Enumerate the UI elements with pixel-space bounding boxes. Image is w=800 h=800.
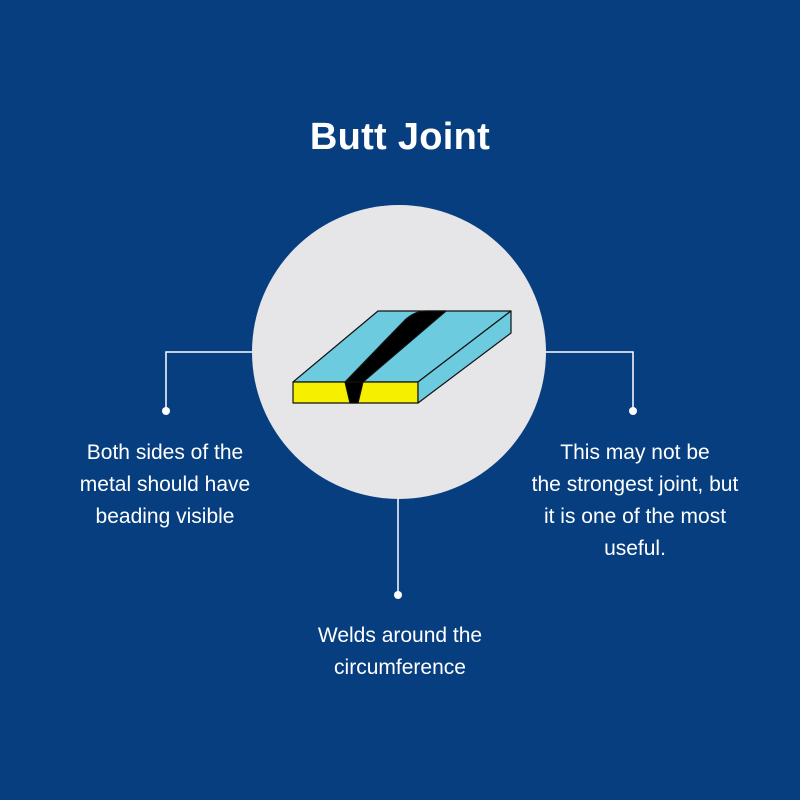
diagram-title: Butt Joint <box>309 116 491 158</box>
callout-line: useful. <box>604 537 666 560</box>
connector-right <box>545 351 637 415</box>
connector-left <box>162 351 255 415</box>
callout-line: beading visible <box>95 505 235 528</box>
callout-both-sides: Both sides of the metal should have bead… <box>40 437 290 533</box>
callout-line: metal should have <box>79 473 251 496</box>
callout-line: circumference <box>334 656 466 679</box>
welded-plates-icon <box>292 310 512 404</box>
callout-line: Both sides of the <box>86 441 244 464</box>
callout-line: it is one of the most <box>543 505 727 528</box>
callout-line: This may not be <box>560 441 710 464</box>
callout-circumference: Welds around the circumference <box>270 620 530 684</box>
callout-line: the strongest joint, but <box>531 473 739 496</box>
connector-bottom <box>394 496 402 599</box>
callout-line: Welds around the <box>317 624 483 647</box>
callout-strongest-joint: This may not be the strongest joint, but… <box>480 437 790 565</box>
